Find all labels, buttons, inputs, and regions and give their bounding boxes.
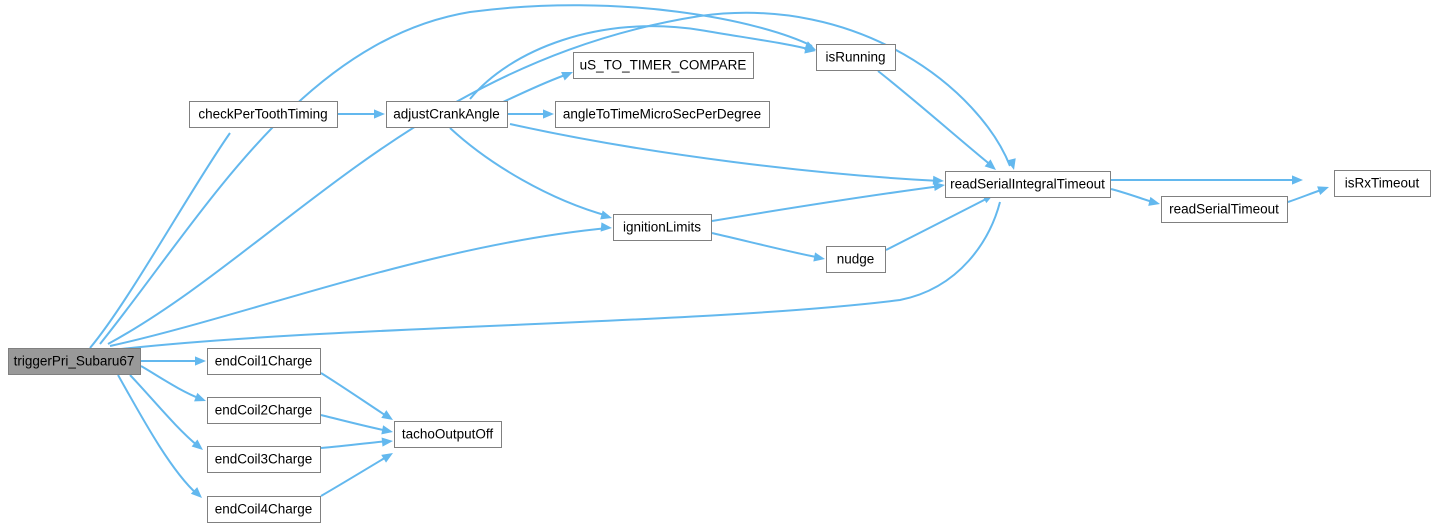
node-label-nudge: nudge bbox=[837, 252, 875, 267]
node-label-isRxTimeout: isRxTimeout bbox=[1345, 176, 1420, 191]
node-readSerialIntegralTimeout[interactable]: readSerialIntegralTimeout bbox=[945, 171, 1111, 198]
edge-triggerPri_Subaru67-to-endCoil2Charge bbox=[140, 365, 202, 400]
arrowhead-endCoil2Charge-to-tachoOutputOff bbox=[381, 425, 393, 435]
arrowhead-readSerialIntegralTimeout-to-readSerialTimeout bbox=[1148, 196, 1160, 206]
node-label-endCoil3Charge: endCoil3Charge bbox=[215, 452, 313, 467]
edge-endCoil2Charge-to-tachoOutputOff bbox=[320, 414, 389, 432]
arrowhead-triggerPri_Subaru67-to-readSerialIntegralTimeout bbox=[1006, 158, 1016, 170]
edge-endCoil4Charge-to-tachoOutputOff bbox=[320, 455, 389, 497]
arrowhead-endCoil4Charge-to-tachoOutputOff bbox=[381, 453, 393, 463]
node-endCoil3Charge[interactable]: endCoil3Charge bbox=[207, 446, 321, 473]
node-readSerialTimeout[interactable]: readSerialTimeout bbox=[1161, 196, 1288, 223]
arrowhead-triggerPri_Subaru67-to-ignitionLimits bbox=[600, 222, 612, 232]
arrowhead-triggerPri_Subaru67-to-endCoil4Charge bbox=[190, 487, 202, 498]
node-label-readSerialTimeout: readSerialTimeout bbox=[1169, 202, 1279, 217]
node-label-checkPerToothTiming: checkPerToothTiming bbox=[198, 107, 327, 122]
node-box-endCoil4Charge[interactable] bbox=[207, 496, 321, 523]
node-label-endCoil4Charge: endCoil4Charge bbox=[215, 502, 313, 517]
arrowhead-checkPerToothTiming-to-adjustCrankAngle bbox=[374, 109, 385, 119]
edge-endCoil3Charge-to-tachoOutputOff bbox=[320, 440, 389, 449]
node-checkPerToothTiming[interactable]: checkPerToothTiming bbox=[189, 101, 338, 128]
arrowhead-adjustCrankAngle-to-angleToTimeMicroSecPerDegree bbox=[543, 109, 554, 119]
arrowhead-triggerPri_Subaru67-to-endCoil2Charge bbox=[194, 392, 206, 402]
node-box-readSerialTimeout[interactable] bbox=[1161, 196, 1288, 223]
edge-triggerPri_Subaru67-to-endCoil4Charge bbox=[117, 374, 198, 495]
edge-triggerPri_Subaru67-to-readSerialIntegralTimeout bbox=[111, 201, 1001, 351]
arrowhead-readSerialIntegralTimeout-to-isRxTimeout bbox=[1292, 175, 1303, 185]
node-tachoOutputOff[interactable]: tachoOutputOff bbox=[394, 421, 502, 448]
arrowhead-ignitionLimits-to-readSerialIntegralTimeout bbox=[933, 181, 945, 191]
node-angleToTimeMicroSecPerDegree[interactable]: angleToTimeMicroSecPerDegree bbox=[555, 101, 770, 128]
node-box-tachoOutputOff[interactable] bbox=[394, 421, 502, 448]
edge-triggerPri_Subaru67-to-ignitionLimits bbox=[109, 227, 609, 347]
arrowhead-adjustCrankAngle-to-isRunning bbox=[804, 44, 816, 54]
node-label-endCoil2Charge: endCoil2Charge bbox=[215, 403, 313, 418]
edge-isRunning-to-readSerialIntegralTimeout bbox=[877, 70, 993, 167]
node-label-ignitionLimits: ignitionLimits bbox=[623, 220, 701, 235]
node-adjustCrankAngle[interactable]: adjustCrankAngle bbox=[386, 101, 508, 128]
edge-triggerPri_Subaru67-to-isRunning bbox=[99, 4, 813, 345]
node-box-adjustCrankAngle[interactable] bbox=[386, 101, 508, 128]
node-label-tachoOutputOff: tachoOutputOff bbox=[402, 427, 494, 442]
node-box-nudge[interactable] bbox=[826, 246, 886, 273]
arrowhead-adjustCrankAngle-to-uS_TO_TIMER_COMPARE bbox=[561, 72, 573, 81]
node-label-readSerialIntegralTimeout: readSerialIntegralTimeout bbox=[950, 177, 1105, 192]
arrowhead-endCoil3Charge-to-tachoOutputOff bbox=[381, 437, 393, 447]
arrowhead-ignitionLimits-to-nudge bbox=[813, 252, 825, 262]
node-nudge[interactable]: nudge bbox=[826, 246, 886, 273]
node-endCoil1Charge[interactable]: endCoil1Charge bbox=[207, 348, 321, 375]
arrowhead-triggerPri_Subaru67-to-endCoil3Charge bbox=[191, 439, 203, 450]
edge-triggerPri_Subaru67-to-checkPerToothTiming bbox=[89, 132, 231, 349]
edge-triggerPri_Subaru67-to-readSerialIntegralTimeout bbox=[107, 11, 1011, 345]
arrowhead-readSerialTimeout-to-isRxTimeout bbox=[1317, 186, 1329, 196]
node-box-endCoil1Charge[interactable] bbox=[207, 348, 321, 375]
node-isRunning[interactable]: isRunning bbox=[816, 44, 896, 71]
node-box-readSerialIntegralTimeout[interactable] bbox=[945, 171, 1111, 198]
edge-adjustCrankAngle-to-readSerialIntegralTimeout bbox=[509, 123, 941, 182]
node-box-triggerPri_Subaru67[interactable] bbox=[8, 348, 141, 375]
node-box-checkPerToothTiming[interactable] bbox=[189, 101, 338, 128]
node-label-uS_TO_TIMER_COMPARE: uS_TO_TIMER_COMPARE bbox=[580, 58, 747, 73]
node-label-angleToTimeMicroSecPerDegree: angleToTimeMicroSecPerDegree bbox=[563, 107, 761, 122]
edge-ignitionLimits-to-nudge bbox=[711, 232, 822, 259]
node-triggerPri_Subaru67[interactable]: triggerPri_Subaru67 bbox=[8, 348, 141, 375]
edge-readSerialTimeout-to-isRxTimeout bbox=[1287, 188, 1325, 203]
edge-readSerialIntegralTimeout-to-readSerialTimeout bbox=[1110, 188, 1157, 204]
node-endCoil4Charge[interactable]: endCoil4Charge bbox=[207, 496, 321, 523]
node-label-endCoil1Charge: endCoil1Charge bbox=[215, 354, 313, 369]
edge-adjustCrankAngle-to-ignitionLimits bbox=[449, 127, 609, 217]
node-box-isRunning[interactable] bbox=[816, 44, 896, 71]
node-box-endCoil2Charge[interactable] bbox=[207, 397, 321, 424]
node-isRxTimeout[interactable]: isRxTimeout bbox=[1334, 170, 1431, 197]
node-box-angleToTimeMicroSecPerDegree[interactable] bbox=[555, 101, 770, 128]
node-box-endCoil3Charge[interactable] bbox=[207, 446, 321, 473]
nodes-layer: triggerPri_Subaru67 checkPerToothTiming ad… bbox=[8, 44, 1431, 523]
node-label-adjustCrankAngle: adjustCrankAngle bbox=[393, 107, 500, 122]
edge-triggerPri_Subaru67-to-endCoil3Charge bbox=[129, 374, 199, 447]
node-endCoil2Charge[interactable]: endCoil2Charge bbox=[207, 397, 321, 424]
edge-ignitionLimits-to-readSerialIntegralTimeout bbox=[711, 185, 942, 222]
node-label-triggerPri_Subaru67: triggerPri_Subaru67 bbox=[14, 354, 135, 369]
node-box-isRxTimeout[interactable] bbox=[1334, 170, 1431, 197]
arrowhead-triggerPri_Subaru67-to-endCoil1Charge bbox=[195, 356, 206, 366]
node-ignitionLimits[interactable]: ignitionLimits bbox=[613, 214, 712, 241]
edges-layer bbox=[89, 4, 1329, 498]
node-uS_TO_TIMER_COMPARE[interactable]: uS_TO_TIMER_COMPARE bbox=[573, 52, 754, 79]
node-box-uS_TO_TIMER_COMPARE[interactable] bbox=[573, 52, 754, 79]
edge-adjustCrankAngle-to-isRunning bbox=[469, 25, 813, 100]
edge-adjustCrankAngle-to-uS_TO_TIMER_COMPARE bbox=[502, 73, 569, 103]
arrowhead-adjustCrankAngle-to-ignitionLimits bbox=[600, 210, 612, 220]
arrowhead-isRunning-to-readSerialIntegralTimeout bbox=[984, 159, 996, 170]
node-box-ignitionLimits[interactable] bbox=[613, 214, 712, 241]
edge-nudge-to-readSerialIntegralTimeout bbox=[885, 196, 991, 251]
arrowhead-endCoil1Charge-to-tachoOutputOff bbox=[381, 410, 393, 420]
edge-endCoil1Charge-to-tachoOutputOff bbox=[320, 372, 389, 418]
node-label-isRunning: isRunning bbox=[825, 50, 885, 65]
